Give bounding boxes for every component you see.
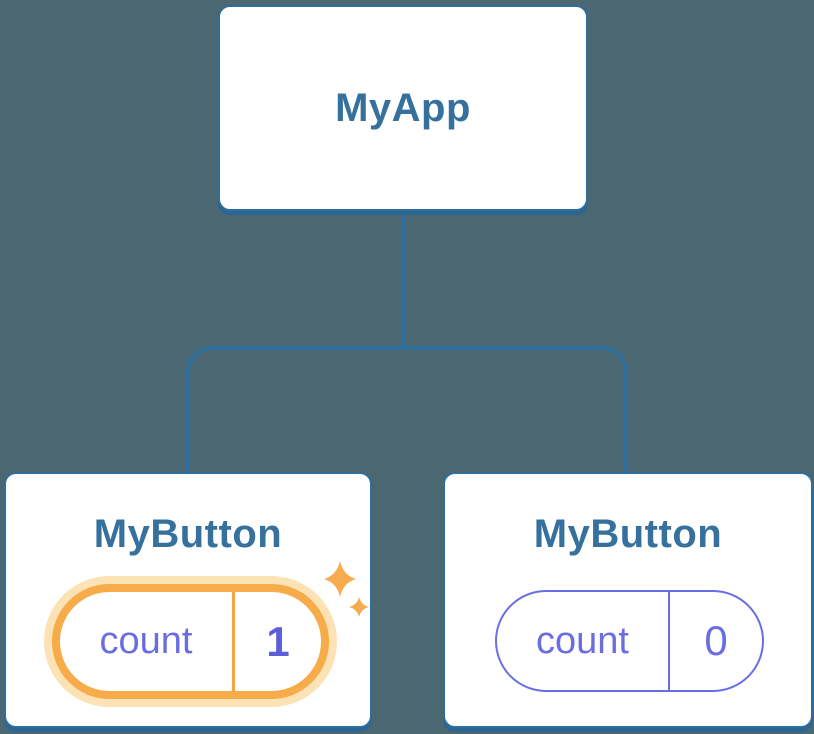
connector-root-stem xyxy=(402,210,406,348)
sparkles-icon xyxy=(324,561,369,617)
state-pill-count-1: count 1 xyxy=(52,584,329,699)
state-pill-divider xyxy=(232,592,235,691)
node-myapp-label: MyApp xyxy=(335,85,471,130)
connector-branch-bracket xyxy=(186,346,628,474)
state-value: 0 xyxy=(704,617,728,664)
node-myapp: MyApp xyxy=(218,5,588,211)
state-value: 1 xyxy=(266,617,290,665)
state-key: count xyxy=(99,620,193,662)
state-key: count xyxy=(536,619,629,662)
node-mybutton-1-label: MyButton xyxy=(93,512,283,556)
node-mybutton-1: MyButton count 1 xyxy=(4,472,372,728)
state-pill-count-0: count 0 xyxy=(495,590,764,692)
node-mybutton-2-label: MyButton xyxy=(533,512,723,556)
node-mybutton-2: MyButton count 0 xyxy=(443,472,813,728)
state-pill-divider xyxy=(668,592,670,690)
